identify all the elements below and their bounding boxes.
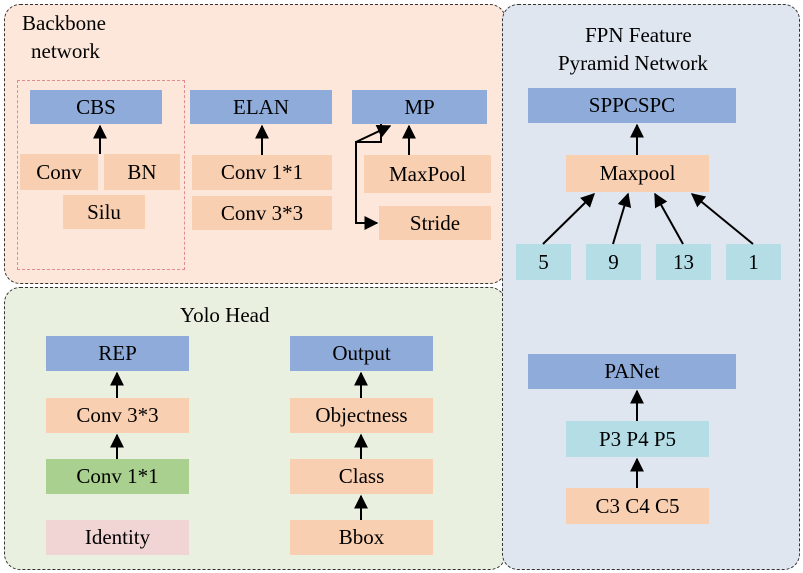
cbs-box: CBS [30, 90, 162, 124]
arrow-k1-to-maxpool [690, 193, 754, 245]
bbox-box: Bbox [290, 520, 433, 555]
kernel-5-box: 5 [516, 244, 571, 280]
fpn-maxpool-box: Maxpool [566, 155, 709, 192]
elan-box: ELAN [190, 90, 332, 124]
backbone-title-line1: Backbone [22, 11, 106, 35]
fpn-title-line2: Pyramid Network [558, 51, 708, 75]
rep-box: REP [46, 336, 189, 371]
c-levels-box: C3 C4 C5 [566, 488, 709, 524]
arrow-k5-to-maxpool [542, 193, 595, 245]
head-conv3-box: Conv 3*3 [46, 398, 189, 433]
kernel-9-box: 9 [586, 244, 641, 280]
kernel-13-box: 13 [656, 244, 711, 280]
kernel-1-box: 1 [726, 244, 781, 280]
elan-conv3-box: Conv 3*3 [192, 196, 332, 230]
sppcspc-box: SPPCSPC [528, 88, 736, 123]
fpn-title-line1: FPN Feature [585, 23, 692, 47]
elan-conv1-box: Conv 1*1 [192, 155, 332, 190]
class-box: Class [290, 459, 433, 494]
cbs-group-outline [17, 80, 185, 270]
p-levels-box: P3 P4 P5 [566, 421, 709, 457]
output-box: Output [290, 336, 433, 371]
identity-box: Identity [46, 520, 189, 555]
panet-box: PANet [528, 354, 736, 389]
arrow-mp-branch-up [355, 125, 392, 143]
objectness-box: Objectness [290, 398, 433, 433]
maxpool-box: MaxPool [364, 155, 491, 193]
arrow-mp-to-stride [355, 124, 382, 230]
bn-box: BN [104, 154, 180, 190]
stride-box: Stride [379, 206, 491, 240]
silu-box: Silu [63, 195, 145, 229]
mp-box: MP [352, 90, 487, 124]
backbone-title-line2: network [31, 39, 100, 63]
head-conv1-box: Conv 1*1 [46, 459, 189, 494]
arrow-k13-to-maxpool [654, 192, 684, 245]
conv-box: Conv [20, 154, 98, 190]
arrow-k9-to-maxpool [612, 192, 632, 245]
yolo-head-title: Yolo Head [180, 303, 270, 327]
